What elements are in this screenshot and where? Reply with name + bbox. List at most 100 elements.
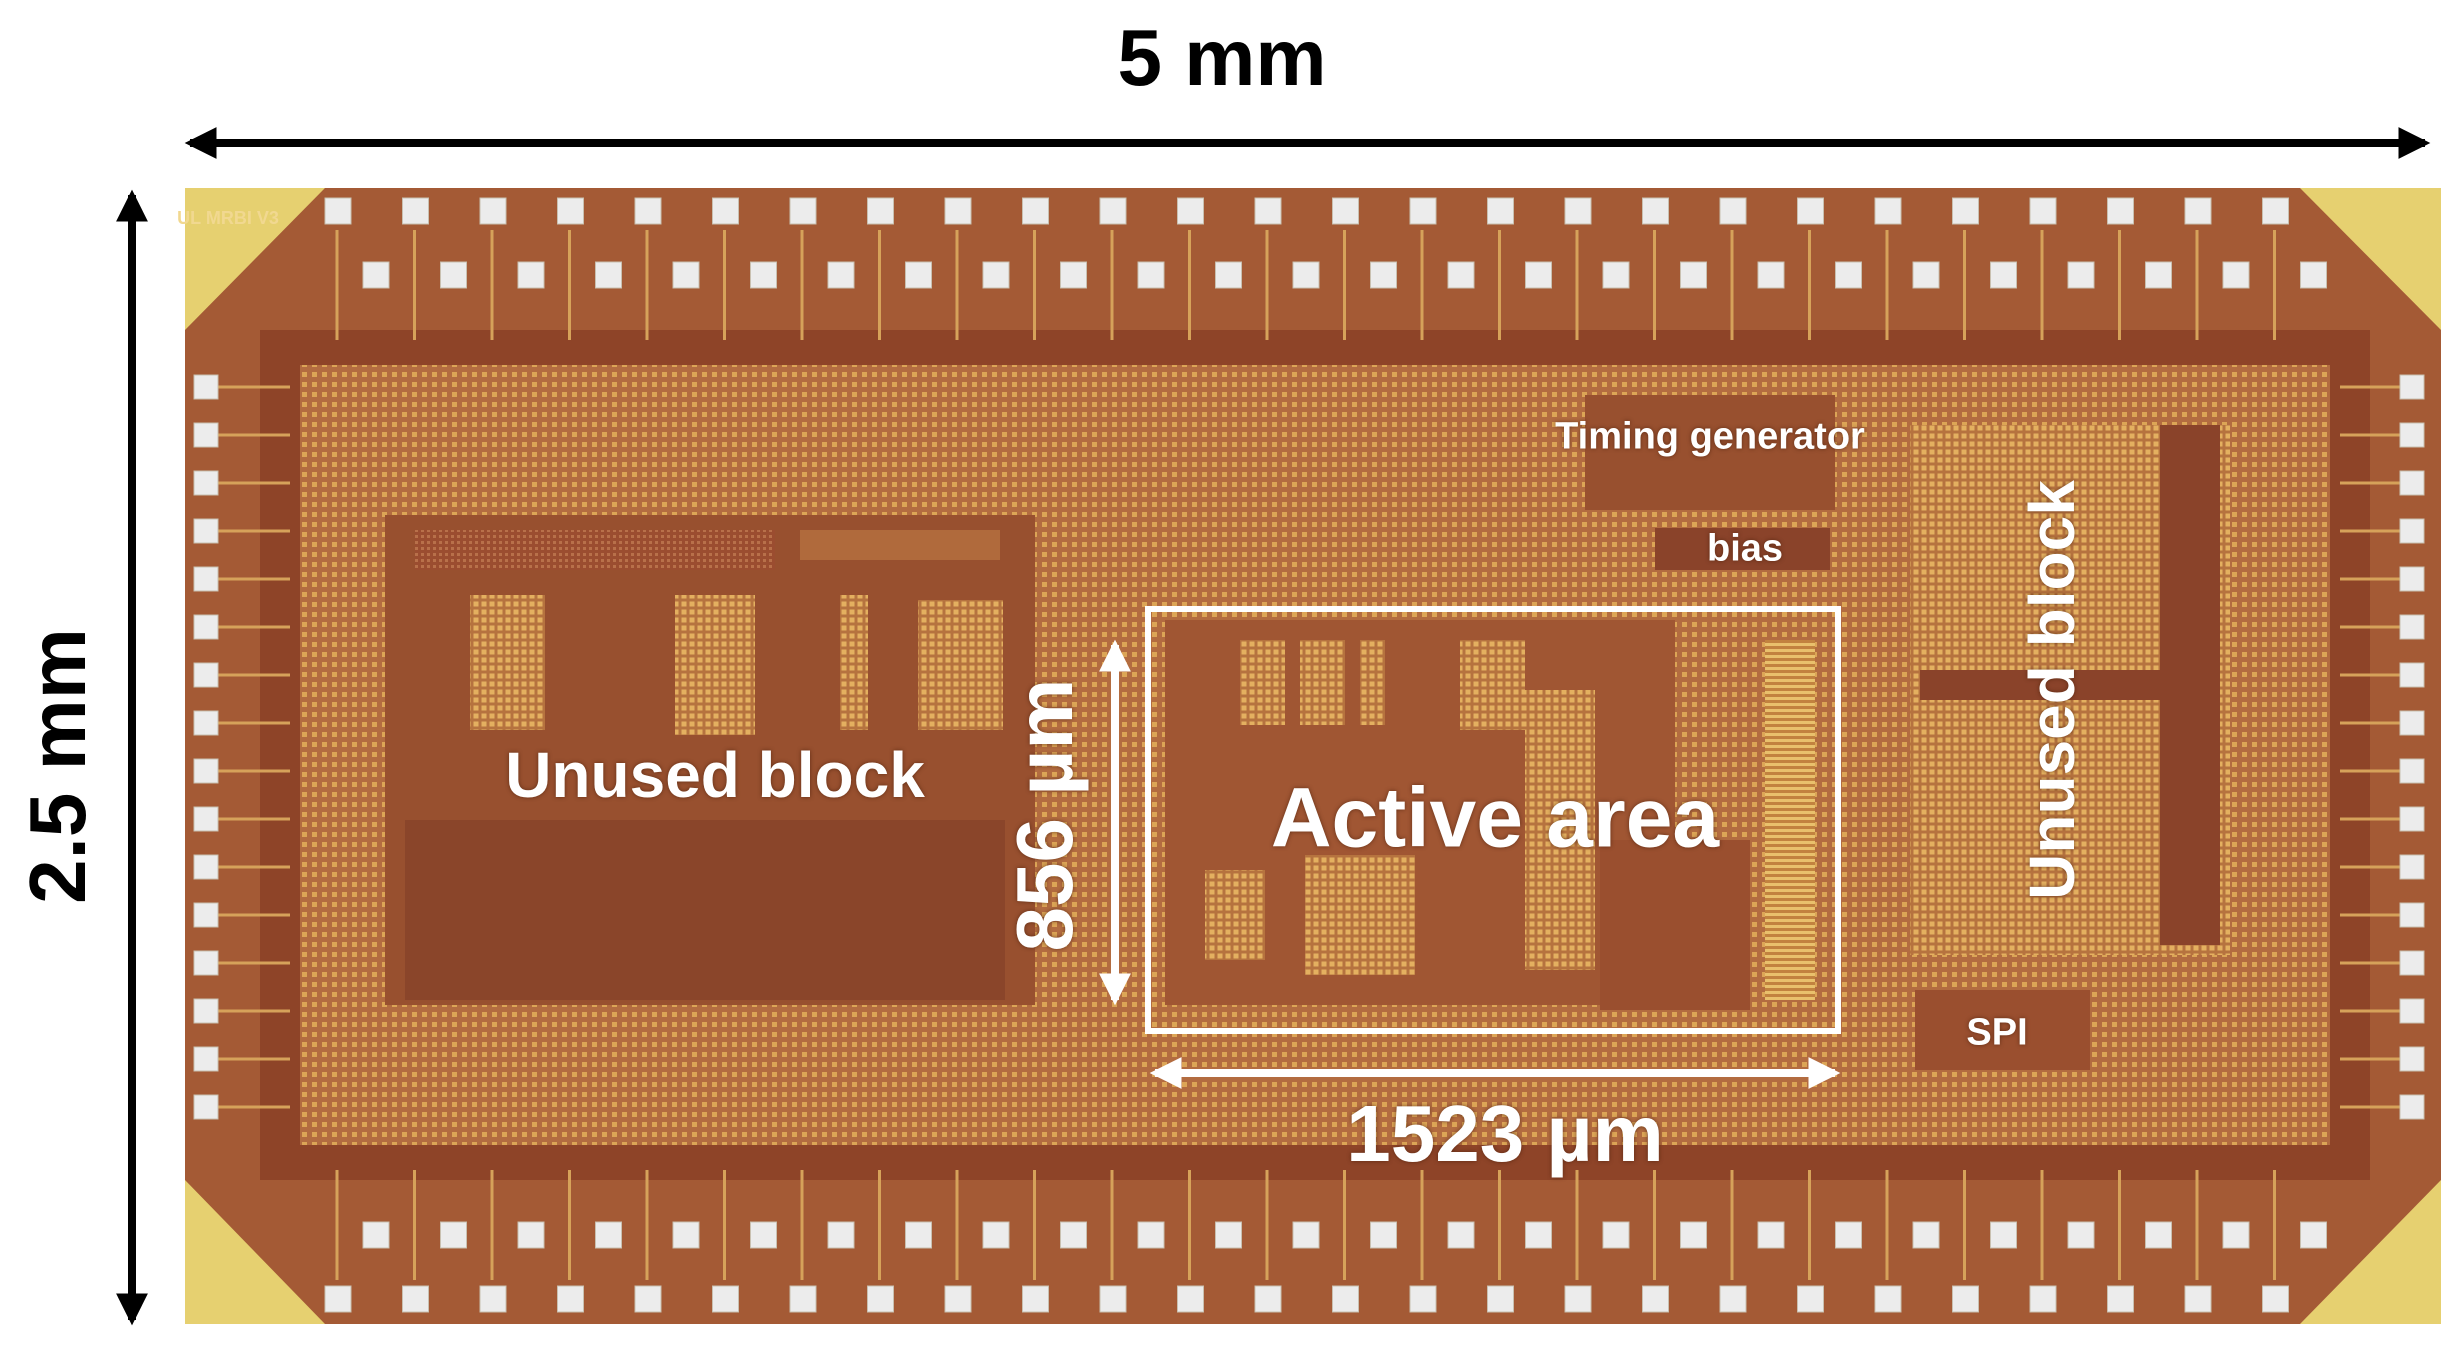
bond-pad (1487, 1285, 1514, 1313)
bond-pad (1990, 1221, 2017, 1249)
die-height-label: 2.5 mm (13, 628, 102, 904)
bond-pad (402, 1285, 429, 1313)
bond-pad (2399, 1046, 2425, 1072)
bond-pad (712, 1285, 739, 1313)
bond-pad (1642, 1285, 1669, 1313)
bond-pad (2262, 1285, 2289, 1313)
bond-pad (2067, 261, 2095, 289)
bond-pad (1952, 1285, 1979, 1313)
bond-pad (789, 1285, 817, 1313)
bond-pad (440, 1221, 467, 1249)
bond-pad (193, 374, 219, 400)
bond-pad (2399, 422, 2425, 448)
bond-pad (2399, 998, 2425, 1024)
bond-pad (2262, 197, 2289, 225)
bond-pad (402, 197, 429, 225)
bond-pad (1874, 197, 1902, 225)
pads-top (324, 197, 2327, 340)
bond-pad (2399, 1094, 2425, 1120)
bond-pad (1060, 261, 1087, 289)
pads-bottom (324, 1170, 2327, 1313)
bond-pad (479, 197, 507, 225)
bond-pad (1990, 261, 2017, 289)
active-area-label: Active area (1270, 770, 1720, 865)
bond-pad (2184, 1285, 2212, 1313)
bond-pad (2399, 710, 2425, 736)
bond-pad (867, 197, 894, 225)
bond-pad (557, 197, 584, 225)
bond-pad (1835, 1221, 1862, 1249)
bond-pad (1137, 1221, 1165, 1249)
chip-id-marking: UL MRBI V3 (177, 208, 279, 228)
bond-pad (2399, 614, 2425, 640)
bond-pad (789, 197, 817, 225)
bond-pad (1370, 1221, 1397, 1249)
bond-pad (2399, 854, 2425, 880)
bond-pad (1409, 1285, 1437, 1313)
bond-pad (1797, 197, 1824, 225)
bond-pad (193, 806, 219, 832)
bond-pad (1022, 1285, 1049, 1313)
bond-pad (324, 197, 352, 225)
bond-pad (193, 710, 219, 736)
bond-pad (2067, 1221, 2095, 1249)
bond-pad (1332, 1285, 1359, 1313)
bond-pad (1060, 1221, 1087, 1249)
bond-pad (2029, 1285, 2057, 1313)
unused-block-left-label: Unused block (505, 739, 925, 811)
bond-pad (750, 1221, 777, 1249)
bond-pad (944, 197, 972, 225)
bond-pad (1797, 1285, 1824, 1313)
bond-pad (1215, 261, 1242, 289)
bond-pad (1757, 1221, 1785, 1249)
active-width-measure-label: 1523 µm (1346, 1089, 1664, 1178)
bond-pad (1099, 1285, 1127, 1313)
bond-pad (193, 950, 219, 976)
bond-pad (944, 1285, 972, 1313)
unused-block-right-label: Unused block (2016, 480, 2088, 900)
bond-pad (479, 1285, 507, 1313)
bond-pad (1912, 261, 1940, 289)
bond-pad (2145, 1221, 2172, 1249)
bond-pad (1564, 197, 1592, 225)
bond-pad (2399, 950, 2425, 976)
bond-pad (1370, 261, 1397, 289)
bond-pad (1409, 197, 1437, 225)
bond-pad (2184, 197, 2212, 225)
bond-pad (517, 1221, 545, 1249)
pads-right (2340, 374, 2425, 1120)
bond-pad (1912, 1221, 1940, 1249)
bond-pad (827, 1221, 855, 1249)
bond-pad (1525, 261, 1552, 289)
bias-region (1655, 528, 1830, 570)
bond-pad (1602, 261, 1630, 289)
bond-pad (2399, 374, 2425, 400)
bond-pad (634, 197, 662, 225)
bond-pad (867, 1285, 894, 1313)
bond-pad (193, 518, 219, 544)
bond-pad (595, 1221, 622, 1249)
bond-pad (1757, 261, 1785, 289)
timing-generator-label: Timing generator (1555, 415, 1865, 458)
bond-pad (362, 261, 390, 289)
bond-pad (1952, 197, 1979, 225)
bond-pad (362, 1221, 390, 1249)
bond-pad (672, 261, 700, 289)
bond-pad (1642, 197, 1669, 225)
bond-pad (905, 261, 932, 289)
bond-pad (1487, 197, 1514, 225)
bond-pad (2399, 902, 2425, 928)
bond-pad (193, 614, 219, 640)
bond-pad (193, 758, 219, 784)
bond-pad (1137, 261, 1165, 289)
active-area-outline (1145, 606, 1841, 1034)
bond-pad (1292, 261, 1320, 289)
bond-pad (517, 261, 545, 289)
bond-pad (2222, 261, 2250, 289)
bond-pad (193, 470, 219, 496)
spi-region (1915, 990, 2090, 1070)
bond-pad (1719, 1285, 1747, 1313)
bond-pad (1099, 197, 1127, 225)
